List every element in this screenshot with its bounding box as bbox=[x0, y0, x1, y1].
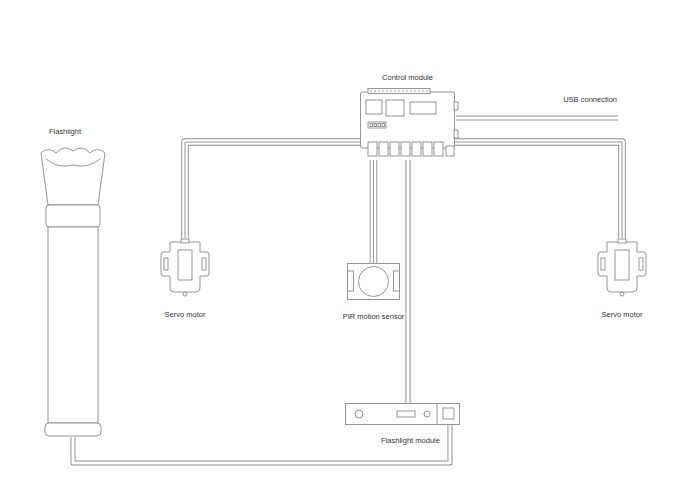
part-label: Flashlight module bbox=[380, 436, 441, 445]
cable-inner bbox=[73, 425, 450, 463]
cable-outer bbox=[73, 425, 450, 463]
part-label: Servo motor bbox=[601, 310, 644, 319]
cable-outer bbox=[370, 160, 378, 263]
servo-figure-outline bbox=[597, 238, 647, 298]
cable-label: USB connection bbox=[562, 95, 618, 104]
flashlight-module-figure: Flashlight module bbox=[345, 403, 460, 425]
part-label: Flashlight bbox=[48, 127, 82, 136]
cable-outer bbox=[455, 142, 622, 238]
cable-core bbox=[455, 142, 622, 238]
flashlight-figure-outline bbox=[38, 143, 108, 437]
cable bbox=[73, 425, 450, 463]
cable bbox=[455, 142, 622, 238]
cable bbox=[185, 142, 360, 238]
cable-inner bbox=[371, 160, 377, 263]
part-label: Servo motor bbox=[164, 310, 207, 319]
servo-figure-outline bbox=[160, 238, 210, 298]
servo-figure: Servo motor bbox=[160, 238, 210, 298]
cable-outer bbox=[406, 160, 411, 403]
cable bbox=[373, 160, 374, 263]
usb-cable bbox=[456, 116, 618, 120]
control-board: Control module bbox=[360, 88, 455, 160]
cable-inner bbox=[185, 142, 360, 238]
cable-outer bbox=[185, 142, 360, 238]
pir-sensor-figure-outline bbox=[347, 263, 400, 300]
cable-core bbox=[373, 160, 374, 263]
flashlight-figure: Flashlight bbox=[38, 143, 108, 437]
servo-figure: Servo motor bbox=[597, 238, 647, 298]
cable bbox=[408, 160, 409, 403]
cable-inner bbox=[406, 160, 409, 403]
part-label: PIR motion sensor bbox=[342, 312, 406, 321]
part-label: Control module bbox=[381, 73, 434, 82]
pir-sensor-figure: PIR motion sensor bbox=[347, 263, 400, 300]
cable-inner bbox=[455, 142, 622, 238]
flashlight-module-figure-outline bbox=[345, 403, 460, 425]
cable-core bbox=[185, 142, 360, 238]
control-board-outline bbox=[360, 88, 455, 160]
